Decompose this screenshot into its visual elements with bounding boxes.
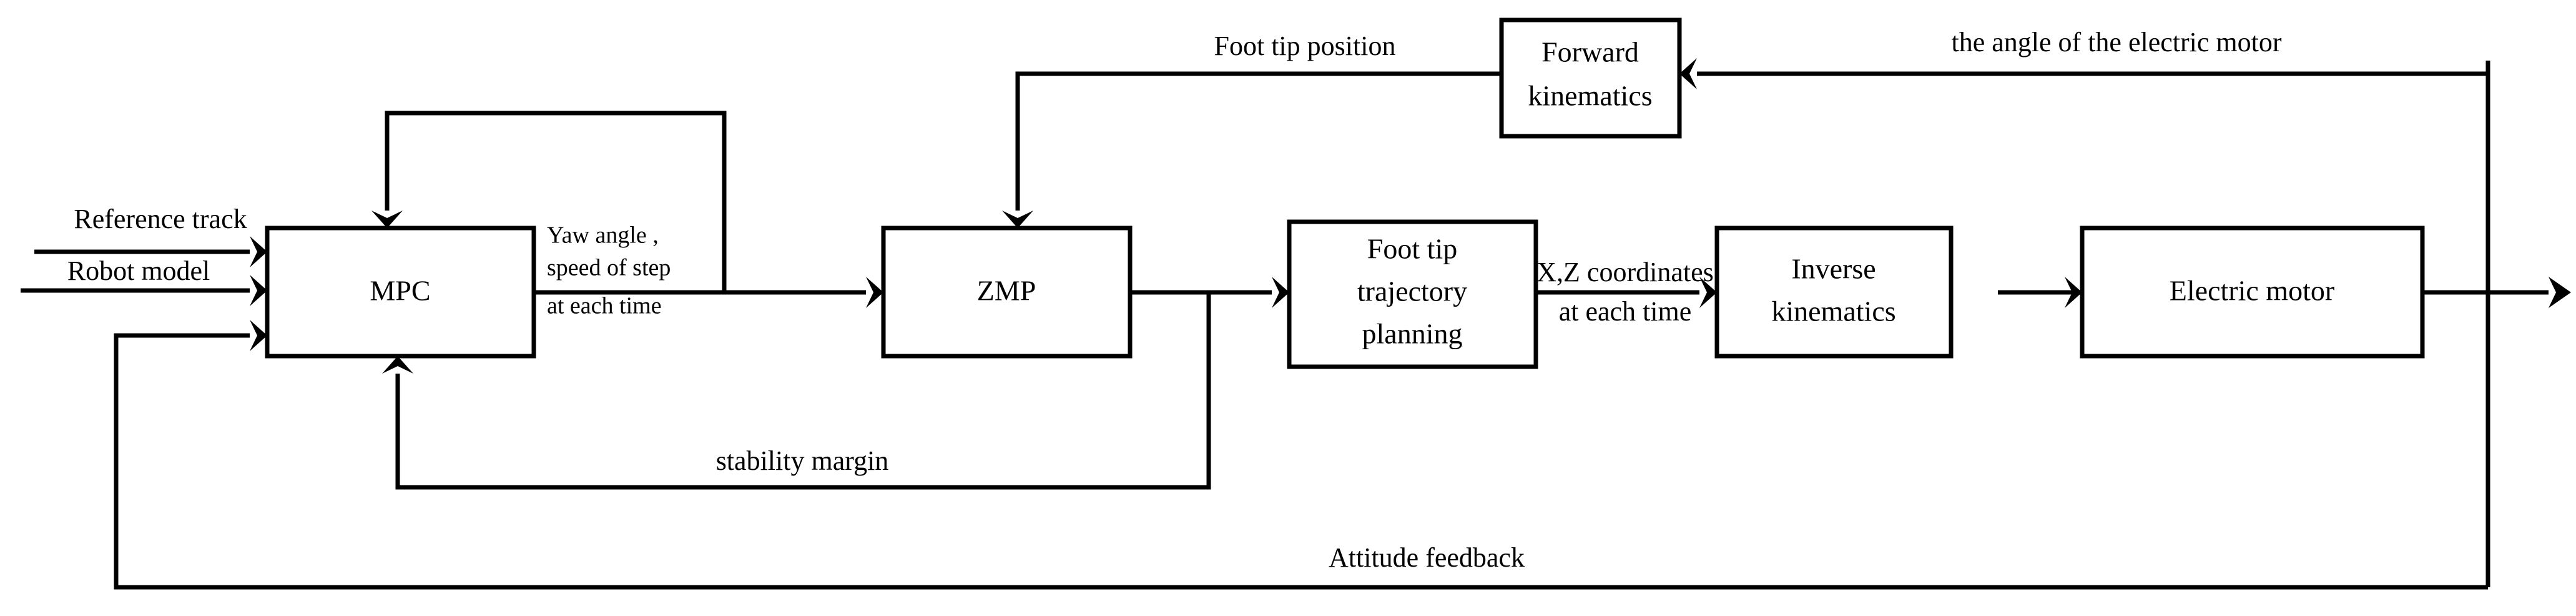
block-foot-tip-trajectory-planning[interactable]: Foot tip trajectory planning [1287, 219, 1538, 369]
block-inverse-kinematics-label-line2: kinematics [1771, 296, 1895, 327]
wire-attitude-feedback [114, 320, 2488, 590]
label-xz-coordinates-line2: at each time [1559, 296, 1692, 327]
label-stability-margin: stability margin [716, 445, 889, 476]
block-electric-motor[interactable]: Electric motor [2080, 226, 2425, 359]
label-foot-tip-position: Foot tip position [1214, 31, 1396, 61]
wire-inverse-kinematics-to-motor [1998, 277, 2082, 308]
block-foot-tip-planning-label-line2: trajectory [1357, 276, 1467, 307]
label-robot-model: Robot model [67, 256, 210, 286]
wire-motor-angle [1679, 58, 2490, 587]
block-inverse-kinematics[interactable]: Inverse kinematics [1714, 226, 1954, 359]
block-forward-kinematics-label-line2: kinematics [1528, 80, 1652, 112]
block-foot-tip-planning-label-line3: planning [1362, 318, 1463, 350]
block-inverse-kinematics-label-line1: Inverse [1791, 253, 1875, 285]
block-mpc[interactable]: MPC [265, 226, 536, 359]
wire-planning-to-inverse-kinematics [1536, 277, 1717, 308]
block-forward-kinematics[interactable]: Forward kinematics [1499, 17, 1682, 139]
wire-motor-output [2422, 277, 2571, 308]
wire-stability-margin [382, 292, 1211, 490]
block-foot-tip-planning-label-line1: Foot tip [1367, 233, 1457, 265]
block-mpc-label: MPC [370, 275, 430, 307]
wire-zmp-to-foot-planning [1130, 277, 1289, 308]
wire-mpc-top-loop [371, 111, 727, 292]
label-reference-track: Reference track [74, 204, 247, 234]
wire-mpc-to-zmp [534, 277, 883, 308]
wire-reference-track [34, 236, 267, 267]
wire-foot-tip-position [1002, 71, 1502, 228]
label-motor-angle: the angle of the electric motor [1952, 27, 2282, 57]
label-attitude-feedback: Attitude feedback [1329, 542, 1525, 573]
wire-robot-model [21, 275, 267, 306]
label-yaw-angle-line1: Yaw angle , [547, 222, 659, 249]
block-zmp[interactable]: ZMP [881, 226, 1133, 359]
label-yaw-angle-line2: speed of step [547, 255, 671, 281]
block-zmp-label: ZMP [977, 275, 1036, 307]
label-yaw-angle-line3: at each time [547, 293, 662, 319]
block-forward-kinematics-label-line1: Forward [1541, 36, 1639, 68]
label-xz-coordinates-line1: X,Z coordinates [1536, 257, 1713, 287]
block-electric-motor-label: Electric motor [2170, 275, 2334, 307]
